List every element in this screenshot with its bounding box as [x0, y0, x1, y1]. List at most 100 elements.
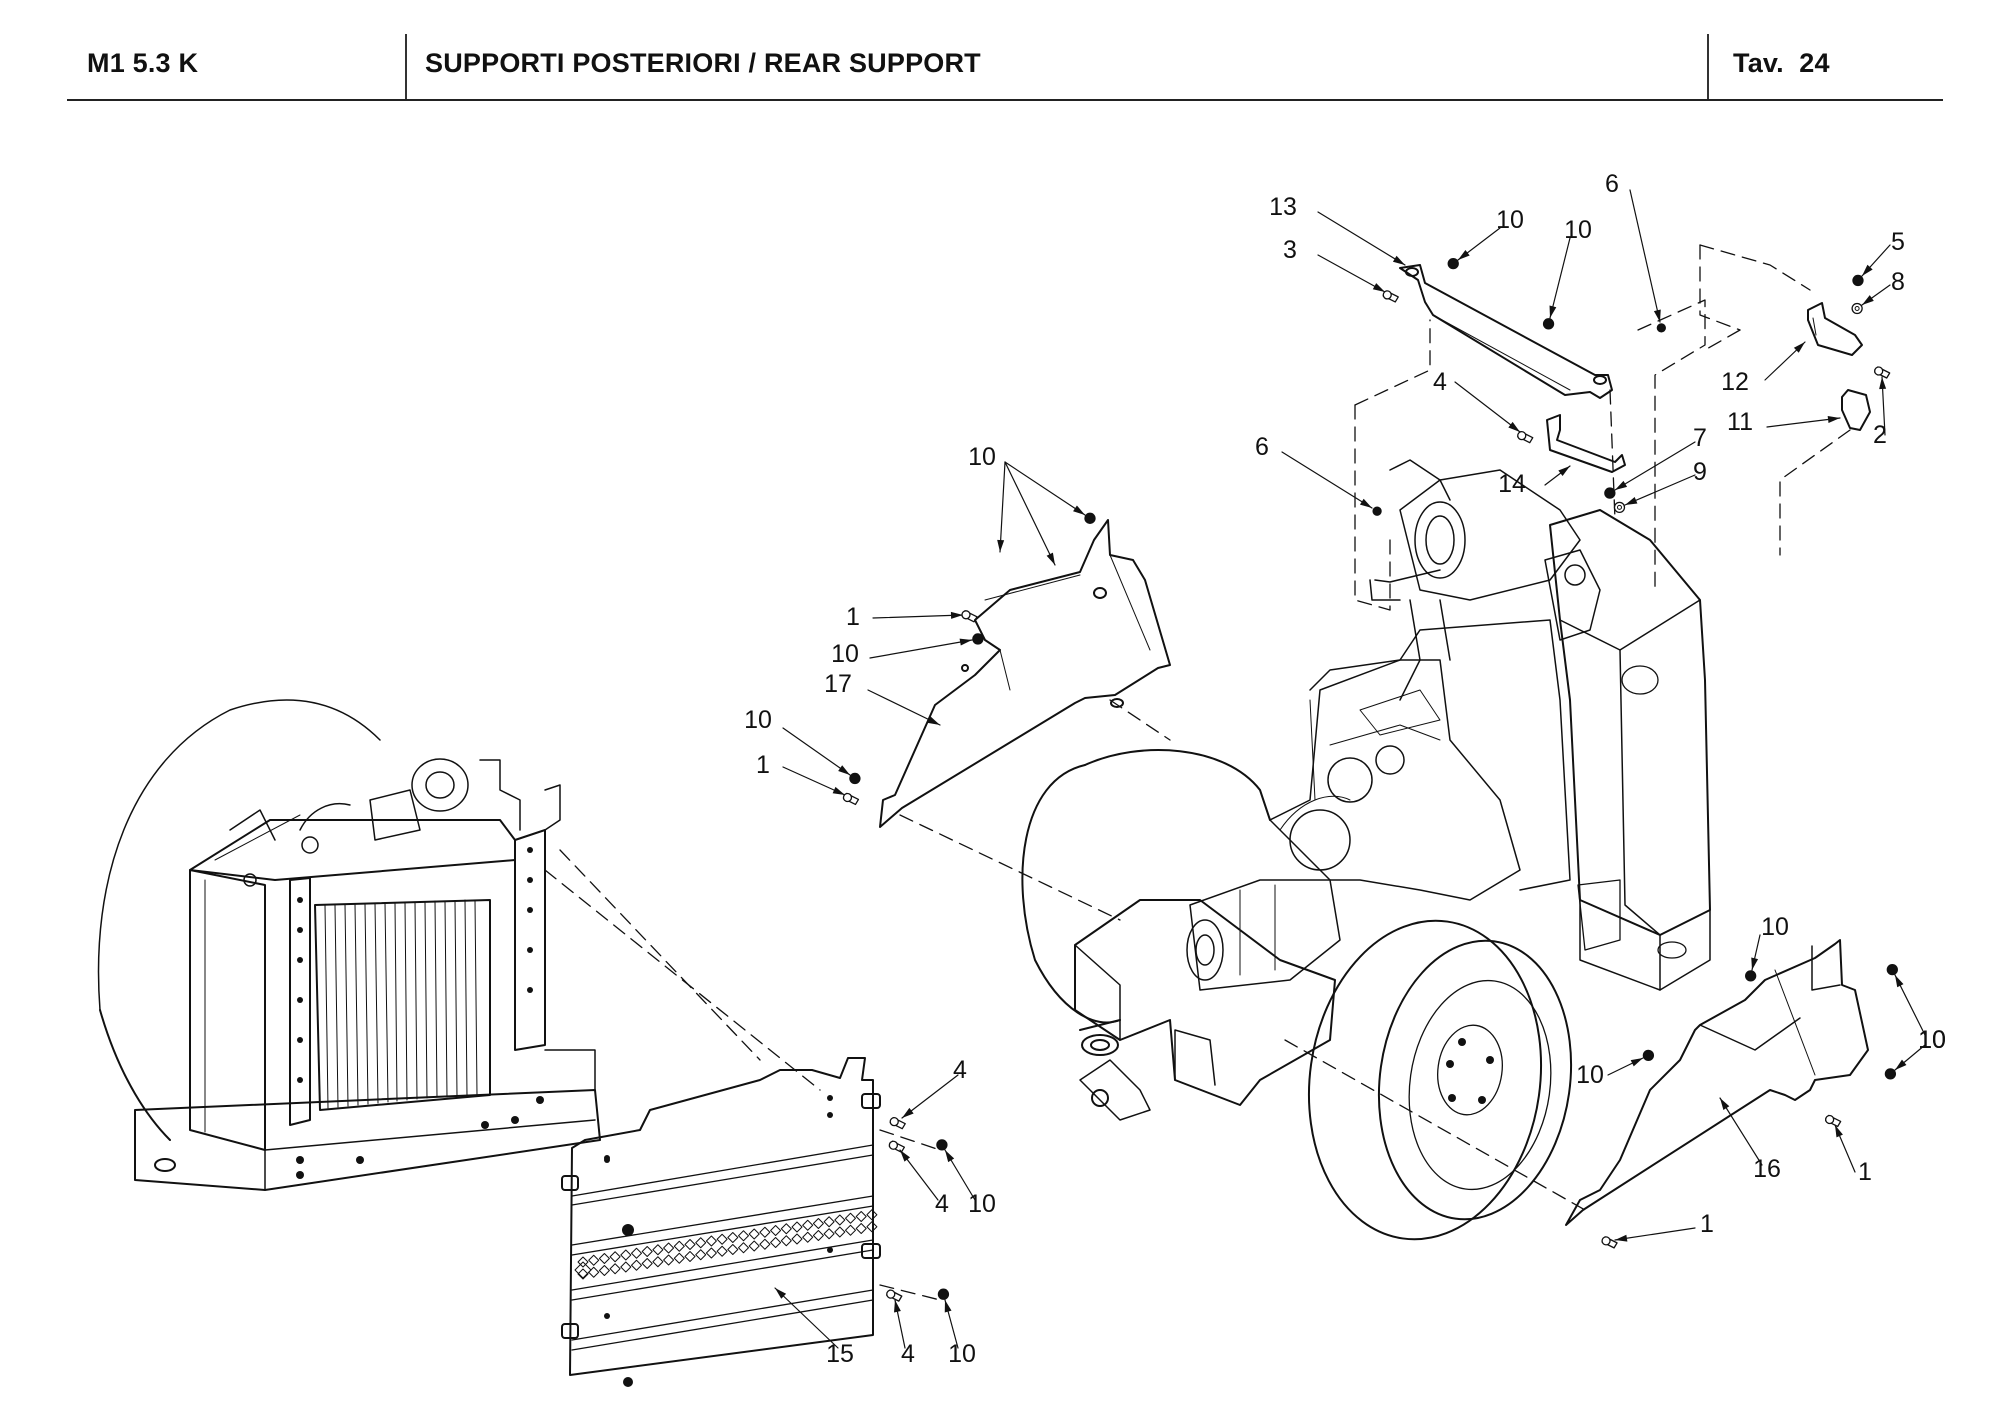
leader-line [872, 614, 964, 619]
leader-line [782, 727, 851, 776]
model-label: M1 5.3 K [87, 48, 199, 78]
callout-2: 2 [1873, 366, 1891, 449]
callout-number: 5 [1891, 228, 1905, 256]
nut-icon [1745, 970, 1757, 982]
nut-icon [936, 1139, 948, 1151]
bolt-icon [889, 1117, 906, 1130]
callout-6: 6 [1255, 433, 1382, 516]
leader-arrowhead [1625, 497, 1638, 505]
leader-line [1629, 189, 1661, 323]
leader-line [1624, 474, 1696, 506]
leader-line [1281, 451, 1373, 509]
callout-9: 9 [1613, 458, 1707, 514]
callout-number: 8 [1891, 268, 1905, 296]
leader-arrowhead [832, 786, 845, 795]
leader-arrowhead [1895, 975, 1904, 988]
callout-1: 1 [846, 603, 978, 631]
callout-10: 10 [831, 633, 984, 668]
nut-icon [1656, 323, 1666, 333]
leader-line [869, 639, 973, 659]
callout-number: 10 [968, 1190, 996, 1218]
bolt-icon [1825, 1114, 1842, 1128]
callout-number: 10 [968, 443, 996, 471]
leader-line [999, 461, 1006, 553]
leader-arrowhead [1549, 305, 1557, 318]
callout-number: 14 [1498, 470, 1526, 498]
leader-arrowhead [1372, 283, 1385, 292]
leader-line [867, 689, 941, 726]
leader-line [1004, 461, 1086, 516]
callout-5: 5 [1852, 228, 1905, 287]
callout-13: 13 [1269, 193, 1406, 266]
leader-arrowhead [1895, 1059, 1907, 1070]
callout-8: 8 [1851, 268, 1905, 315]
bolt-icon [888, 1140, 906, 1153]
callout-4: 4 [1433, 368, 1534, 444]
callout-number: 10 [831, 640, 859, 668]
callout-number: 4 [1433, 368, 1447, 396]
callout-number: 15 [826, 1340, 854, 1368]
callout-number: 10 [744, 706, 772, 734]
callout-4: 4 [886, 1289, 915, 1368]
leader-line [1317, 211, 1406, 266]
nut-icon [1642, 1049, 1655, 1062]
callout-number: 10 [1761, 913, 1789, 941]
callout-number: 12 [1721, 368, 1749, 396]
leader-arrowhead [1835, 1125, 1843, 1138]
table-label-text: Tav. [1733, 48, 1784, 78]
bolt-icon [1517, 431, 1534, 444]
callout-number: 6 [1605, 170, 1619, 198]
callout-10: 10 [936, 1139, 996, 1218]
bolt-icon [1874, 366, 1891, 379]
nut-icon [1884, 1068, 1897, 1080]
nut-icon [1886, 963, 1898, 976]
callout-6: 6 [1605, 170, 1666, 333]
leader-arrowhead [1615, 1234, 1628, 1242]
leader-line [1454, 381, 1521, 433]
leader-arrowhead [838, 765, 850, 775]
radiator-core [314, 899, 491, 1111]
top-brackets [1399, 264, 1871, 473]
leader-arrowhead [1615, 480, 1628, 490]
callout-1: 1 [1825, 1114, 1872, 1186]
callout-number: 4 [953, 1056, 967, 1084]
callout-number: 4 [935, 1190, 949, 1218]
leader-line [1614, 441, 1696, 491]
callout-15: 15 [774, 1287, 854, 1368]
alternator [229, 758, 469, 887]
leader-arrowhead [1073, 505, 1085, 515]
callout-10: 10 [1884, 1026, 1946, 1080]
callout-number: 10 [1918, 1026, 1946, 1054]
washer-icon [1851, 302, 1863, 315]
leader-arrowhead [945, 1150, 955, 1163]
table-number: 24 [1799, 48, 1830, 78]
callout-10: 10 [1745, 913, 1789, 982]
callout-number: 17 [824, 670, 852, 698]
callout-16: 16 [1719, 1097, 1781, 1183]
callout-number: 2 [1873, 421, 1887, 449]
nut-icon [1084, 512, 1096, 524]
leader-arrowhead [1359, 498, 1372, 508]
bolt-icon [886, 1289, 903, 1302]
engine-block [1269, 659, 1521, 901]
leader-arrowhead [1862, 295, 1874, 305]
leader-arrowhead [1827, 415, 1840, 423]
mesh-band [574, 1209, 878, 1280]
callout-number: 4 [901, 1340, 915, 1368]
callout-number: 13 [1269, 193, 1297, 221]
callout-number: 1 [756, 751, 770, 779]
callout-10: 10 [937, 1288, 976, 1368]
leader-arrowhead [1508, 421, 1520, 432]
callout-number: 1 [1858, 1158, 1872, 1186]
header-divider [1707, 34, 1709, 100]
leader-arrowhead [1392, 255, 1405, 265]
nut-icon [1447, 257, 1459, 270]
leader-arrowhead [894, 1300, 901, 1313]
nut-icon [937, 1288, 950, 1300]
bolt-icon [1601, 1236, 1618, 1249]
callout-number: 1 [1700, 1210, 1714, 1238]
rear-panel-15 [561, 1057, 881, 1387]
leader-arrowhead [1879, 377, 1887, 390]
leader-arrowhead [1653, 309, 1661, 322]
